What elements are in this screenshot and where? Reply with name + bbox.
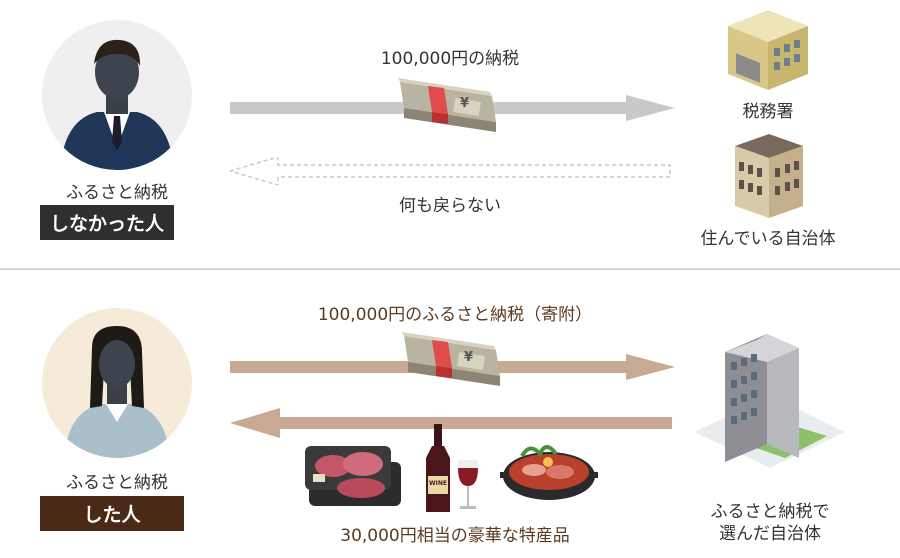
man-avatar (42, 20, 192, 170)
top-arrow-label: 100,000円の納税 (380, 49, 520, 69)
residence-municipality-label: 住んでいる自治体 (700, 229, 836, 249)
bottom-person-badge: した人 (40, 496, 184, 531)
bottom-return-arrow (230, 408, 675, 438)
woman-avatar (42, 308, 192, 458)
chosen-municipality-building-icon (695, 312, 845, 472)
top-return-label: 何も戻らない (399, 196, 501, 216)
meat-pack-icon (305, 440, 405, 510)
top-person-badge: しなかった人 (40, 205, 175, 240)
chosen-municipality-label-2: 選んだ自治体 (719, 524, 821, 544)
money-stack-icon: ¥ (392, 78, 504, 140)
wine-bottle-icon: WINE (424, 424, 478, 514)
bottom-person-label: ふるさと納税 (66, 473, 168, 493)
hotpot-icon (500, 436, 598, 510)
top-return-arrow (230, 157, 675, 185)
money-yen-label: ¥ (460, 96, 470, 111)
city-hall-building-icon (735, 132, 803, 218)
money-yen-label-2: ¥ (464, 350, 474, 365)
top-person-label: ふるさと納税 (66, 183, 168, 203)
tax-office-building-icon (728, 8, 808, 90)
tax-office-label: 税務署 (742, 102, 794, 122)
gift-label: 30,000円相当の豪華な特産品 (340, 526, 570, 546)
wine-label-text: WINE (429, 480, 447, 487)
money-stack-icon-2: ¥ (396, 332, 508, 394)
bottom-arrow-label: 100,000円のふるさと納税（寄附） (317, 305, 593, 325)
chosen-municipality-label-1: ふるさと納税で (710, 502, 830, 522)
section-divider (0, 268, 900, 270)
